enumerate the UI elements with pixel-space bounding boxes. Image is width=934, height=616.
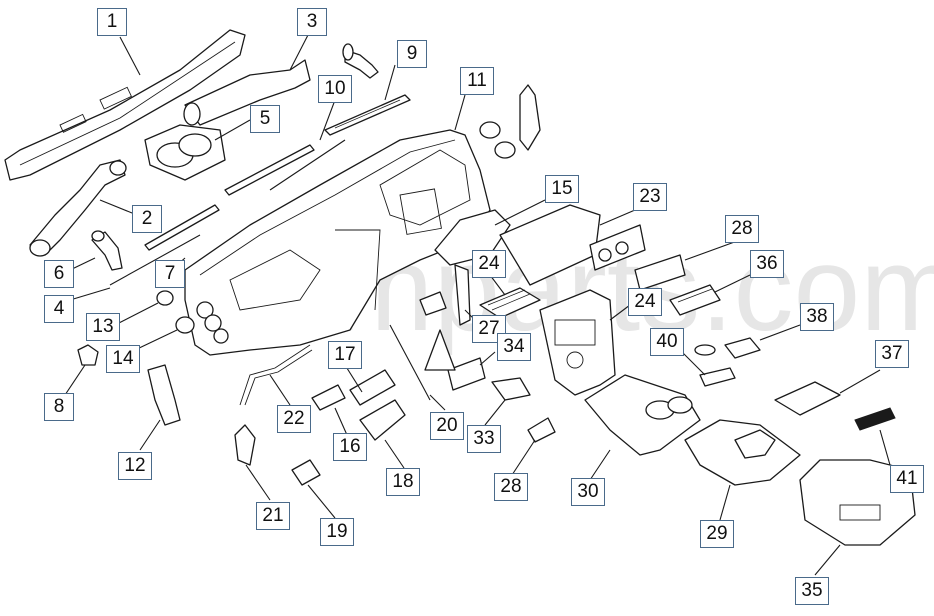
callout-12: 12 (118, 452, 152, 480)
part-8-clip (77, 344, 99, 366)
callout-20: 20 (430, 412, 464, 440)
callout-1: 1 (97, 8, 127, 36)
part-14-grommet (175, 316, 195, 334)
callout-3: 3 (297, 8, 327, 36)
callout-36: 36 (750, 250, 784, 278)
callout-30: 29 (700, 520, 734, 548)
callout-8: 8 (44, 393, 74, 421)
part-40-trim (694, 344, 736, 387)
part-32-console (584, 374, 701, 456)
part-27-switch-panel (634, 254, 686, 291)
part-29-trim (454, 264, 471, 326)
callout-4: 4 (44, 295, 74, 323)
part-23-panel (499, 204, 601, 286)
part-2-flex-duct (29, 159, 127, 257)
part-1-defroster-duct (4, 29, 246, 181)
callout-35: 34 (497, 333, 531, 361)
part-19-pad (291, 459, 321, 486)
callout-23: 23 (633, 183, 667, 211)
part-18-bracket (359, 399, 406, 441)
callout-33: 33 (467, 425, 501, 453)
part-21-bracket (234, 424, 256, 466)
part-16-bracket (311, 384, 346, 411)
part-23-controls (589, 224, 646, 271)
part-36-vent (669, 284, 721, 316)
callout-6: 6 (44, 260, 74, 288)
part-35-bracket (447, 357, 486, 391)
callout-9: 9 (397, 40, 427, 68)
callout-13: 13 (86, 313, 120, 341)
part-9-vent (324, 94, 411, 136)
callout-7: 7 (155, 260, 185, 288)
callout-27: 28 (725, 215, 759, 243)
part-22-weatherstrip (239, 344, 313, 406)
part-10-vent-strip (224, 139, 346, 196)
part-3-duct (183, 59, 311, 126)
callout-11: 11 (460, 67, 494, 95)
callout-10: 10 (318, 75, 352, 103)
part-38-pad (724, 337, 761, 359)
callout-16: 16 (333, 433, 367, 461)
part-vent-left (144, 204, 220, 251)
callout-14: 14 (106, 345, 140, 373)
callout-15: 15 (545, 175, 579, 203)
callout-38: 38 (800, 303, 834, 331)
part-24-center-bezel (539, 289, 616, 396)
callout-34: 35 (795, 577, 829, 605)
part-grommets (479, 121, 516, 159)
callout-32: 30 (571, 478, 605, 506)
part-20-trim (389, 324, 431, 401)
callout-29: 27 (472, 315, 506, 343)
part-33-bracket (491, 377, 531, 401)
callout-24: 24 (628, 288, 662, 316)
part-clip-square (419, 291, 447, 316)
callout-21: 21 (256, 502, 290, 530)
callout-5: 5 (250, 105, 280, 133)
part-boot (424, 329, 456, 371)
part-6-small-duct (91, 230, 123, 271)
part-28-clip (527, 417, 556, 443)
part-34-rear-console (799, 459, 916, 546)
callout-2: 2 (132, 205, 162, 233)
part-pipe (342, 43, 379, 79)
part-41-strip (854, 407, 896, 431)
part-30-armrest (684, 419, 801, 486)
part-17-bracket (349, 369, 396, 406)
callout-25: 24 (472, 250, 506, 278)
callout-22: 22 (277, 405, 311, 433)
callout-40: 40 (650, 328, 684, 356)
callout-37: 37 (875, 340, 909, 368)
callout-18: 18 (386, 468, 420, 496)
part-12-bracket (147, 364, 181, 426)
part-13-grommet (156, 290, 174, 306)
part-37-panel (774, 381, 841, 416)
part-5-center-duct (144, 124, 226, 181)
callout-41: 41 (890, 465, 924, 493)
callout-19: 19 (320, 518, 354, 546)
callout-28: 28 (494, 473, 528, 501)
part-bracket-top (519, 84, 541, 151)
part-11-instrument-panel (184, 129, 491, 356)
callout-17: 17 (328, 341, 362, 369)
part-25-vent (479, 287, 541, 319)
